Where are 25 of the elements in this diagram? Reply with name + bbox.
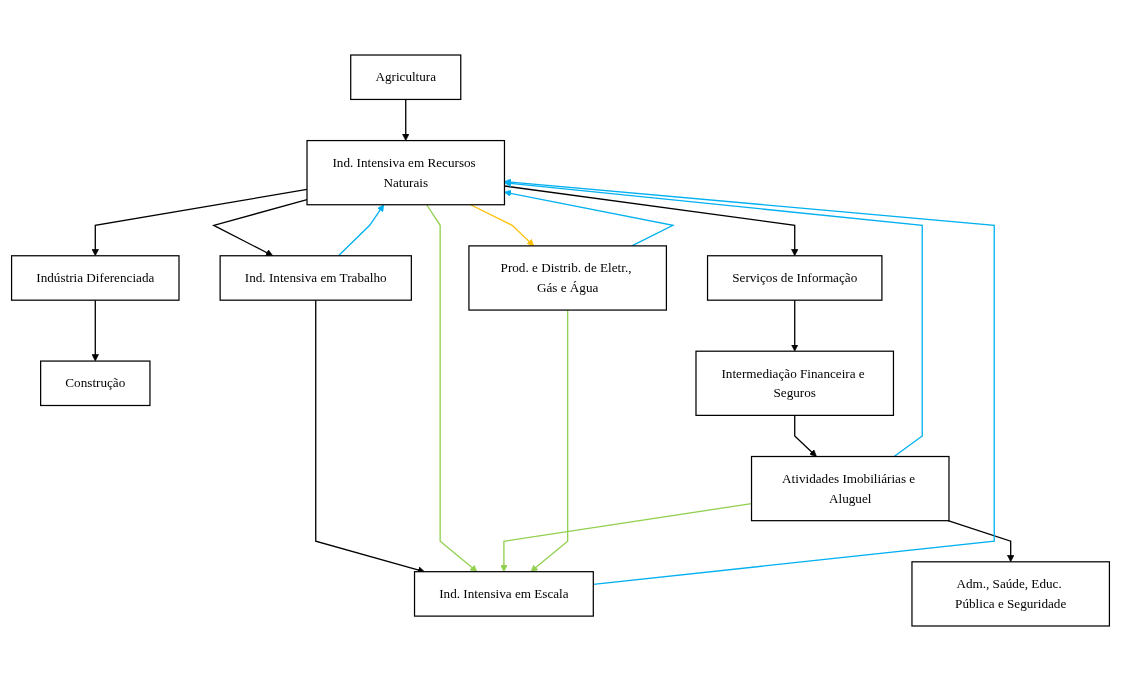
arrow [791, 299, 799, 352]
arrow [504, 178, 995, 585]
arrow [504, 189, 675, 247]
arrow [402, 98, 410, 141]
arrow [794, 414, 817, 457]
node-box: Atividades Imobiliárias e Aluguel [750, 455, 950, 522]
arrow [337, 204, 385, 257]
arrow [426, 204, 478, 572]
arrow [91, 299, 99, 362]
node-box: Construção [40, 360, 151, 407]
arrow [211, 199, 308, 257]
arrow [504, 179, 923, 458]
node-box: Intermediação Financeira e Seguros [695, 350, 895, 416]
arrow [530, 309, 569, 572]
arrow [469, 204, 535, 247]
node-box: Prod. e Distrib. de Eletr., Gás e Água [468, 245, 667, 311]
node-box: Ind. Intensiva em Recursos Naturais [306, 139, 506, 206]
node-box: Serviços de Informação [706, 255, 883, 301]
node-box: Ind. Intensiva em Trabalho [219, 255, 412, 301]
node-box: Indústria Diferenciada [10, 255, 180, 301]
node-box: Adm., Saúde, Educ. Pública e Seguridade [911, 561, 1111, 627]
arrow [947, 520, 1015, 563]
node-box: Agricultura [350, 54, 462, 101]
arrow [91, 188, 308, 257]
node-box: Ind. Intensiva em Escala [413, 571, 594, 617]
